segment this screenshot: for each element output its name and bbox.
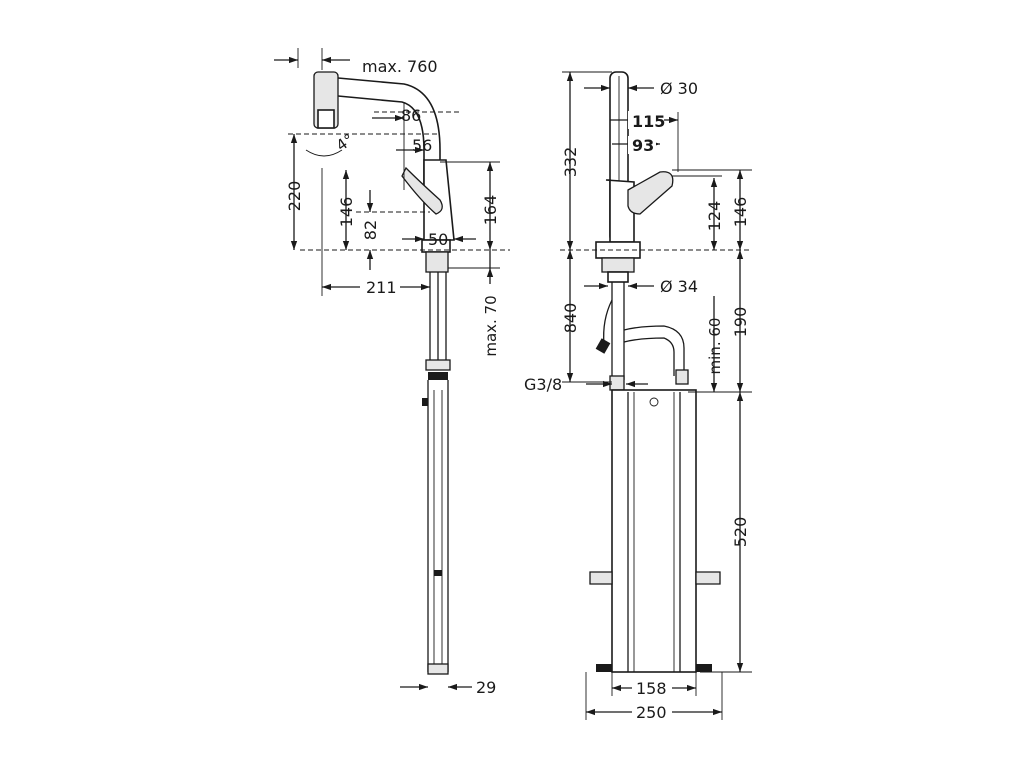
connection-label: G3/8 [524, 375, 562, 394]
dim-diameter-30: Ø 30 [660, 79, 698, 98]
dim-115: 115 [632, 112, 665, 131]
dim-max-70: max. 70 [482, 295, 500, 356]
dim-56: 56 [412, 136, 432, 155]
front-hoses [595, 282, 689, 391]
dim-250: 250 [636, 703, 667, 722]
dim-min-60: min. 60 [706, 318, 724, 375]
faucet-body [401, 159, 455, 273]
front-cabinet [589, 389, 721, 673]
dim-211: 211 [366, 278, 397, 297]
front-view: Ø 30 332 115 93 124 146 Ø 34 840 mi [524, 71, 752, 722]
dim-146: 146 [337, 197, 356, 228]
dim-29: 29 [476, 678, 496, 697]
side-hose [422, 272, 451, 675]
dim-50: 50 [428, 230, 448, 249]
dim-82: 82 [361, 220, 380, 240]
max-reach-label: max. 760 [362, 57, 438, 76]
dim-diameter-34: Ø 34 [660, 277, 698, 296]
dim-158: 158 [636, 679, 667, 698]
dim-190: 190 [731, 307, 750, 338]
spray-head [313, 71, 339, 129]
dim-840: 840 [561, 303, 580, 334]
front-spout [595, 71, 674, 283]
dim-164: 164 [481, 195, 500, 226]
side-view: max. 760 86 56 4° 220 146 82 164 50 [274, 48, 510, 697]
dim-124: 124 [705, 201, 724, 232]
dim-93: 93 [632, 136, 654, 155]
dim-332: 332 [561, 147, 580, 178]
dim-220: 220 [285, 181, 304, 212]
dim-520: 520 [731, 517, 750, 548]
dim-146-front: 146 [731, 197, 750, 228]
dim-86: 86 [401, 106, 421, 125]
